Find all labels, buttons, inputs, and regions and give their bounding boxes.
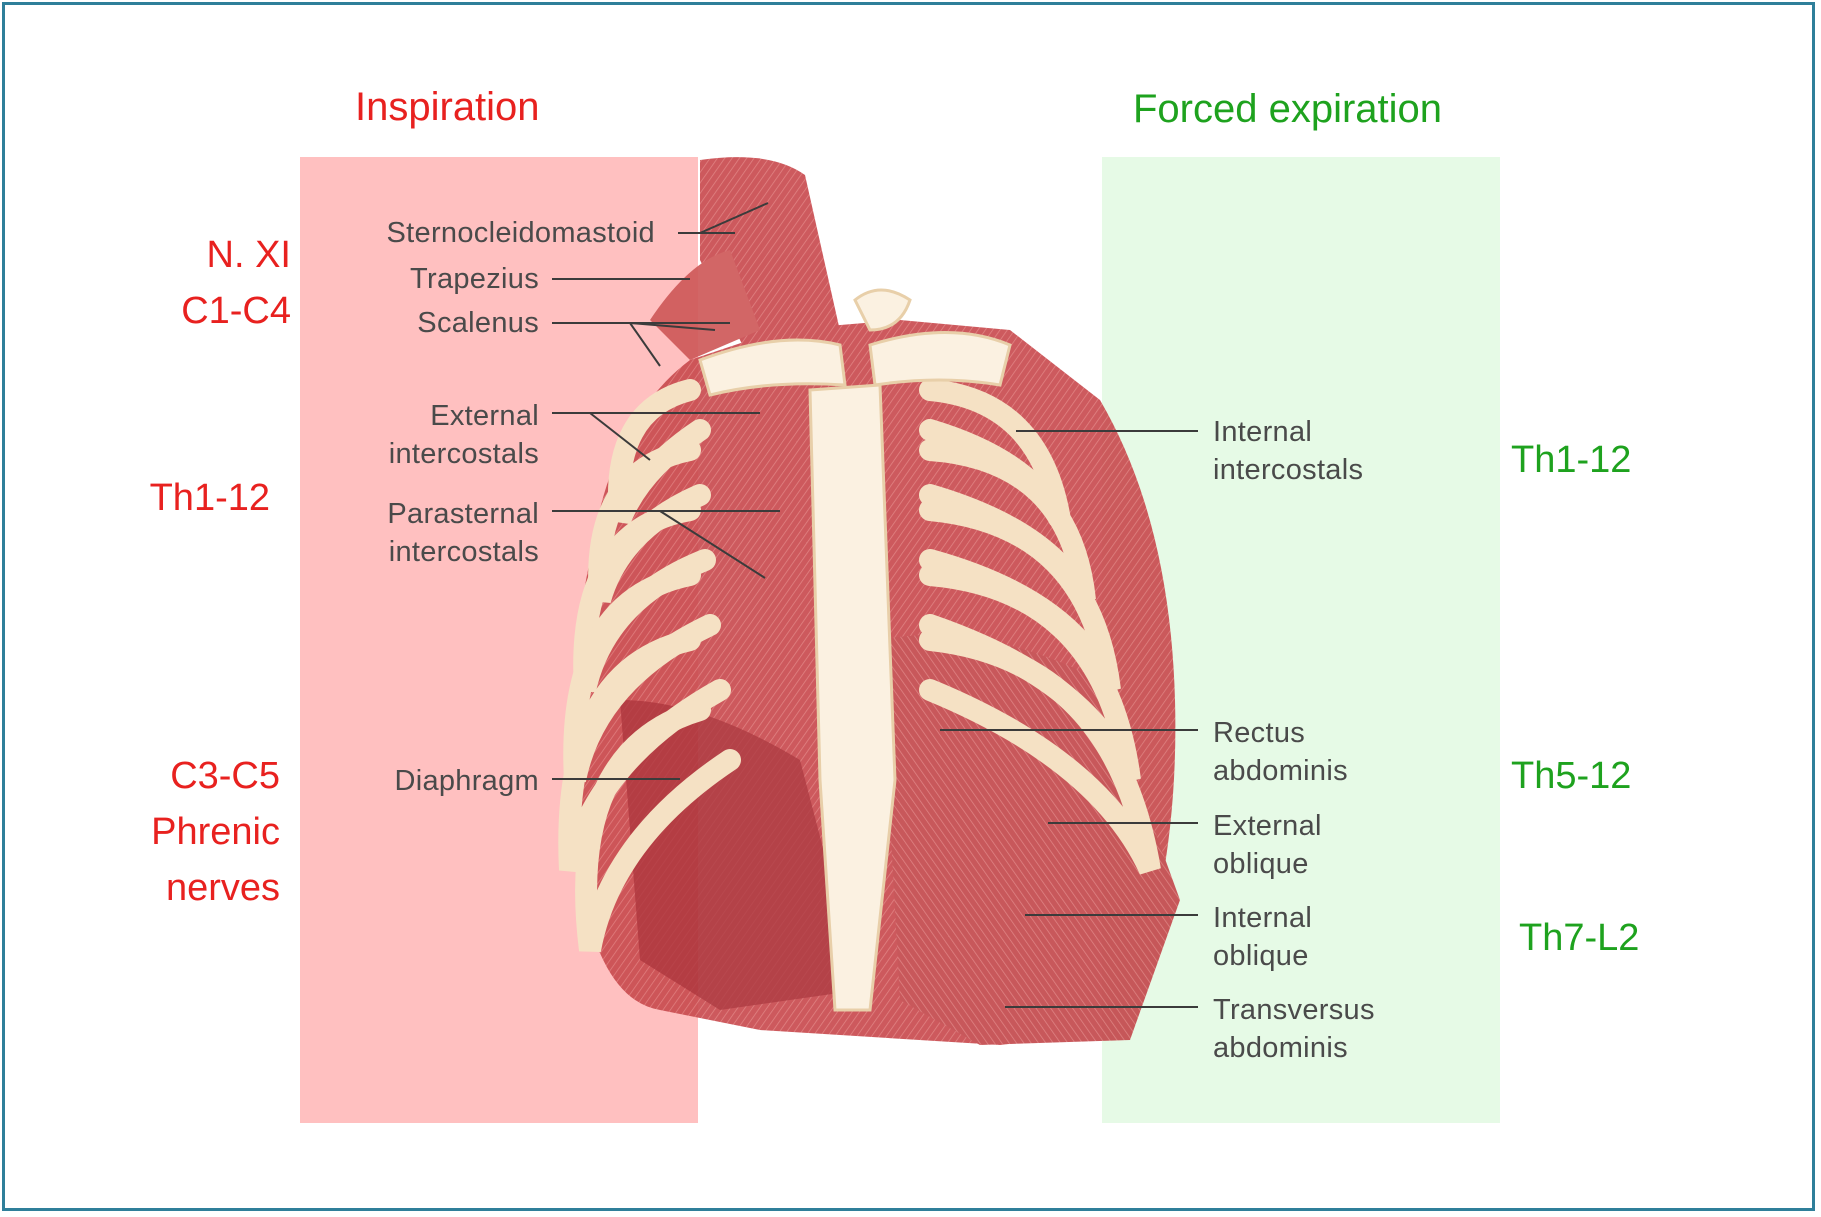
muscle-label-internal-oblique: Internal oblique xyxy=(1213,899,1312,975)
muscle-label-line: Rectus xyxy=(1213,714,1348,752)
muscle-label-internal-intercostals: Internal intercostals xyxy=(1213,413,1363,489)
nerve-label-th5-12: Th5-12 xyxy=(1511,748,1631,804)
muscle-label-line: External xyxy=(1213,807,1322,845)
muscle-label-external-intercostals: External intercostals xyxy=(389,397,539,473)
muscle-label-sternocleidomastoid: Sternocleidomastoid xyxy=(387,214,655,252)
muscle-label-line: Internal xyxy=(1213,899,1312,937)
muscle-label-line: External xyxy=(389,397,539,435)
forced-expiration-heading: Forced expiration xyxy=(1133,87,1442,132)
nerve-label-phrenic: C3-C5 Phrenic nerves xyxy=(151,748,280,916)
muscle-label-line: intercostals xyxy=(389,435,539,473)
muscle-label-external-oblique: External oblique xyxy=(1213,807,1322,883)
muscle-label-line: Internal xyxy=(1213,413,1363,451)
muscle-label-line: oblique xyxy=(1213,845,1322,883)
nerve-label-line: Phrenic xyxy=(151,804,280,860)
muscle-label-scalenus: Scalenus xyxy=(417,304,539,342)
nerve-label-thoracic: Th1-12 xyxy=(150,470,270,526)
muscle-label-line: abdominis xyxy=(1213,752,1348,790)
muscle-label-line: abdominis xyxy=(1213,1029,1375,1067)
muscle-label-rectus-abdominis: Rectus abdominis xyxy=(1213,714,1348,790)
muscle-label-line: intercostals xyxy=(1213,451,1363,489)
nerve-label-th7-l2: Th7-L2 xyxy=(1519,910,1639,966)
muscle-label-line: oblique xyxy=(1213,937,1312,975)
muscle-label-parasternal-intercostals: Parasternal intercostals xyxy=(387,495,539,571)
nerve-label-line: N. XI xyxy=(181,227,291,283)
nerve-label-line: C3-C5 xyxy=(151,748,280,804)
muscle-label-diaphragm: Diaphragm xyxy=(394,762,539,800)
muscle-label-trapezius: Trapezius xyxy=(410,260,539,298)
nerve-label-th1-12: Th1-12 xyxy=(1511,432,1631,488)
muscle-label-line: intercostals xyxy=(387,533,539,571)
nerve-label-accessory: N. XI C1-C4 xyxy=(181,227,291,339)
nerve-label-line: C1-C4 xyxy=(181,283,291,339)
muscle-label-transversus-abdominis: Transversus abdominis xyxy=(1213,991,1375,1067)
nerve-label-line: Th1-12 xyxy=(150,470,270,526)
muscle-label-line: Parasternal xyxy=(387,495,539,533)
inspiration-heading: Inspiration xyxy=(355,85,540,130)
nerve-label-line: nerves xyxy=(151,860,280,916)
muscle-label-line: Transversus xyxy=(1213,991,1375,1029)
